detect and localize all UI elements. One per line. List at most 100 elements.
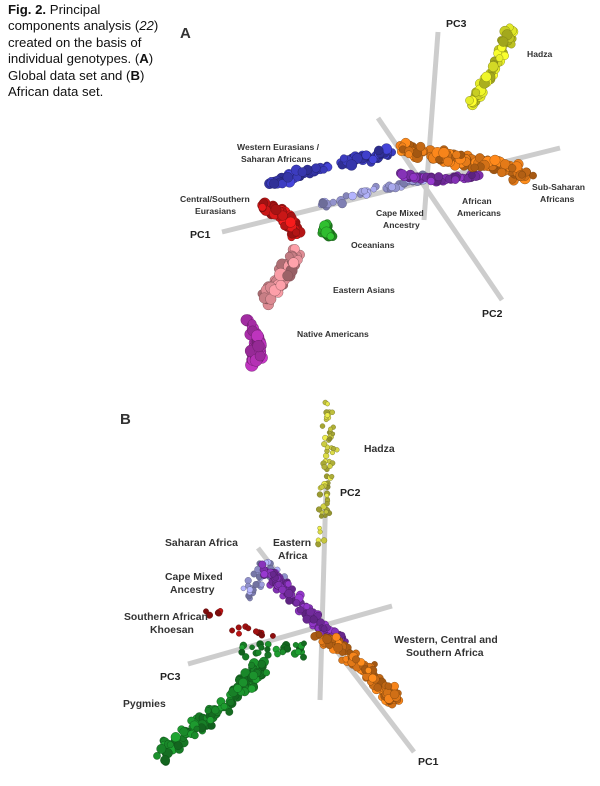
cluster-b-hadza-point [324, 412, 331, 418]
b-pc2-axis-line [317, 487, 329, 701]
cluster-a-sub-saharan-point [489, 154, 501, 166]
reference-number: 22 [139, 18, 154, 34]
cluster-a-native-americans [240, 314, 268, 372]
figure-caption: Fig. 2. Principal components analysis (2… [8, 2, 159, 100]
cluster-b-khoesan-green-point [264, 651, 272, 659]
cluster-b-pygmies-point [191, 731, 199, 740]
cluster-a-native-americans-point [251, 329, 264, 343]
label-central-southern-1: Central/Southern [180, 194, 250, 204]
cluster-b-hadza-point [323, 509, 329, 515]
cluster-a-hadza-point [465, 96, 474, 105]
cluster-b-eastern-saharan-point [285, 596, 293, 605]
cluster-b-cape-mixed-point [240, 585, 247, 592]
b-label-khoesan-1: Southern African [124, 612, 208, 623]
cluster-b-pygmies-point [156, 744, 167, 754]
cluster-a-african-americans-point [468, 171, 476, 180]
cluster-b-western-central-point [352, 655, 360, 664]
cluster-a-cape-mixed-point [370, 185, 377, 193]
cluster-b-western-central-point [333, 642, 343, 653]
cluster-a-african-americans-point [397, 169, 408, 180]
b-pc3-axis-label: PC3 [160, 671, 181, 683]
cluster-b-pygmies-point [257, 660, 266, 669]
cluster-a-sub-saharan-point [443, 156, 453, 167]
cluster-b-hadza-point [316, 506, 323, 513]
cluster-a-african-americans-point [451, 175, 460, 184]
b-pc1-axis-label: PC1 [418, 756, 439, 768]
cluster-b-pygmies-point [179, 727, 189, 737]
panel-a-clusters [240, 23, 537, 372]
cluster-b-eastern-saharan-point [305, 607, 315, 617]
cluster-b-western-central-point [384, 682, 393, 690]
cluster-b-hadza [315, 399, 340, 548]
label-african-americans-1: African [462, 196, 492, 206]
cluster-a-sub-saharan-point [500, 159, 511, 170]
cluster-a-central-southern-point [277, 210, 288, 221]
b-label-eastern-africa-2: Africa [278, 551, 308, 562]
cluster-b-khoesan-point [235, 624, 242, 631]
cluster-b-pygmies-point [227, 698, 235, 707]
cluster-b-hadza-point [329, 409, 335, 415]
cluster-b-pygmies-point [206, 716, 215, 724]
cluster-b-khoesan-point [214, 609, 221, 616]
cluster-b-khoesan-green-point [258, 644, 265, 651]
cluster-b-khoesan-point [253, 628, 260, 635]
cluster-b-western-central-point [368, 673, 378, 683]
cluster-b-western-central-point [322, 634, 332, 644]
cluster-b-cape-mixed-point [258, 581, 265, 588]
cluster-b-pygmies-point [170, 732, 181, 743]
cluster-b-western-central-point [365, 667, 372, 674]
cluster-a-african-americans-point [434, 172, 444, 182]
cluster-a-cape-mixed-point [361, 187, 368, 195]
cluster-b-hadza-point [324, 501, 330, 507]
label-cape-mixed-2: Ancestry [383, 220, 420, 230]
b-label-cape-mixed-1: Cape Mixed [165, 572, 223, 583]
label-central-southern-2: Eurasians [195, 206, 236, 216]
cluster-b-pygmies-point [153, 752, 161, 760]
cluster-a-african-americans-point [427, 177, 436, 186]
cluster-b-hadza-point [318, 513, 324, 519]
cluster-b-hadza-point [317, 529, 323, 535]
pc2-axis-label: PC2 [482, 308, 503, 320]
cluster-a-western-eurasians-point [311, 163, 321, 173]
cluster-b-eastern-saharan-point [320, 625, 328, 633]
cluster-a-central-southern-point [270, 204, 282, 216]
cluster-a-cape-mixed-point [388, 183, 396, 192]
cluster-a-central-southern-point [292, 228, 300, 237]
cluster-a-western-eurasians-point [297, 167, 308, 177]
cluster-a-eastern-asians-point [275, 280, 286, 291]
cluster-b-khoesan-green-point [242, 653, 250, 661]
cluster-b-hadza-point [325, 401, 330, 407]
cluster-a-hadza [465, 23, 519, 111]
cluster-b-khoesan-point [205, 611, 213, 619]
cluster-a-sub-saharan-point [518, 170, 526, 179]
cluster-b-hadza-point [321, 463, 328, 470]
cluster-b-pygmies-point [173, 741, 183, 751]
cluster-b-cape-mixed-point [252, 581, 260, 588]
label-sub-saharan-1: Sub-Saharan [532, 182, 585, 192]
cluster-b-khoesan-point [229, 627, 236, 634]
cluster-a-oceanians [317, 219, 338, 242]
cluster-a-western-eurasians-point [339, 154, 348, 163]
cluster-a-eastern-asians-point [282, 270, 294, 282]
cluster-a-western-eurasians [264, 143, 397, 189]
cluster-a-western-eurasians-point [282, 172, 294, 183]
cluster-b-pygmies-point [166, 741, 174, 749]
cluster-b-eastern-saharan-point [258, 560, 267, 569]
cluster-b-khoesan-green-point [294, 648, 302, 656]
cluster-b-khoesan-green [238, 640, 307, 661]
b-label-eastern-africa-1: Eastern [273, 538, 311, 549]
cluster-b-eastern-saharan-point [293, 599, 301, 607]
cluster-a-western-eurasians-point [319, 165, 328, 174]
cluster-b-eastern-saharan-point [309, 615, 318, 624]
b-label-western-central-2: Southern Africa [406, 648, 484, 659]
cluster-b-khoesan-point [245, 625, 252, 632]
pc3-axis-label: PC3 [446, 18, 467, 30]
cluster-a-eastern-asians-point [288, 257, 299, 269]
cluster-a-western-eurasians-point [374, 145, 384, 156]
cluster-a-western-eurasians-point [361, 150, 371, 160]
b-label-pygmies: Pygmies [123, 699, 166, 710]
cluster-b-khoesan-green-point [292, 642, 299, 648]
b-label-cape-mixed-2: Ancestry [170, 585, 215, 596]
b-label-hadza: Hadza [364, 444, 395, 455]
cluster-b-khoesan-green-point [301, 640, 307, 647]
